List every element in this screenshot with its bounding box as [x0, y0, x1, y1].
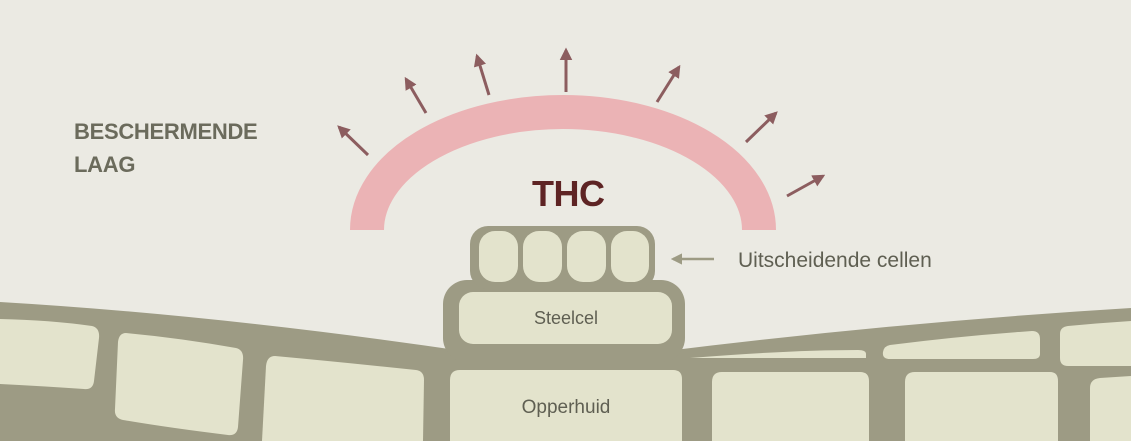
epidermis-cell: [262, 356, 424, 441]
epidermis-cell: [690, 350, 866, 358]
secretory-cell: [523, 231, 562, 282]
radiating-arrow: [744, 111, 778, 144]
secretory-cell: [567, 231, 606, 282]
radiating-arrow: [655, 64, 681, 103]
radiating-arrow: [786, 174, 826, 198]
epidermis-cell: [882, 331, 1040, 359]
stalk-cell: [459, 292, 672, 344]
epidermis-cell: [0, 319, 100, 390]
secretory-cells-label: Uitscheidende cellen: [738, 249, 932, 272]
epidermis-cell: [905, 372, 1058, 441]
epidermis-cell: [1060, 321, 1131, 366]
epidermis-cell: [114, 333, 244, 436]
protective-layer-arc: [350, 95, 776, 231]
epidermis-cell: [712, 372, 869, 441]
secretory-cells: [479, 231, 649, 282]
thc-label: THC: [532, 173, 605, 214]
epidermis-cells: [0, 319, 1131, 441]
protective-layer-label-line2: LAAG: [74, 151, 136, 177]
epidermis-label: Opperhuid: [521, 397, 611, 418]
stalk-cell-label: Steelcel: [533, 308, 599, 328]
epidermis-cell: [450, 370, 682, 441]
radiating-arrows: [337, 47, 826, 198]
protective-layer-label: BESCHERMENDE LAAG: [74, 116, 258, 181]
secretory-cell: [479, 231, 518, 282]
epidermis-cell: [1090, 376, 1131, 441]
radiating-arrow: [473, 53, 491, 96]
secretory-cell: [611, 231, 649, 282]
protective-layer-label-line1: BESCHERMENDE: [74, 119, 258, 144]
radiating-arrow: [337, 125, 370, 157]
radiating-arrow: [404, 76, 428, 114]
